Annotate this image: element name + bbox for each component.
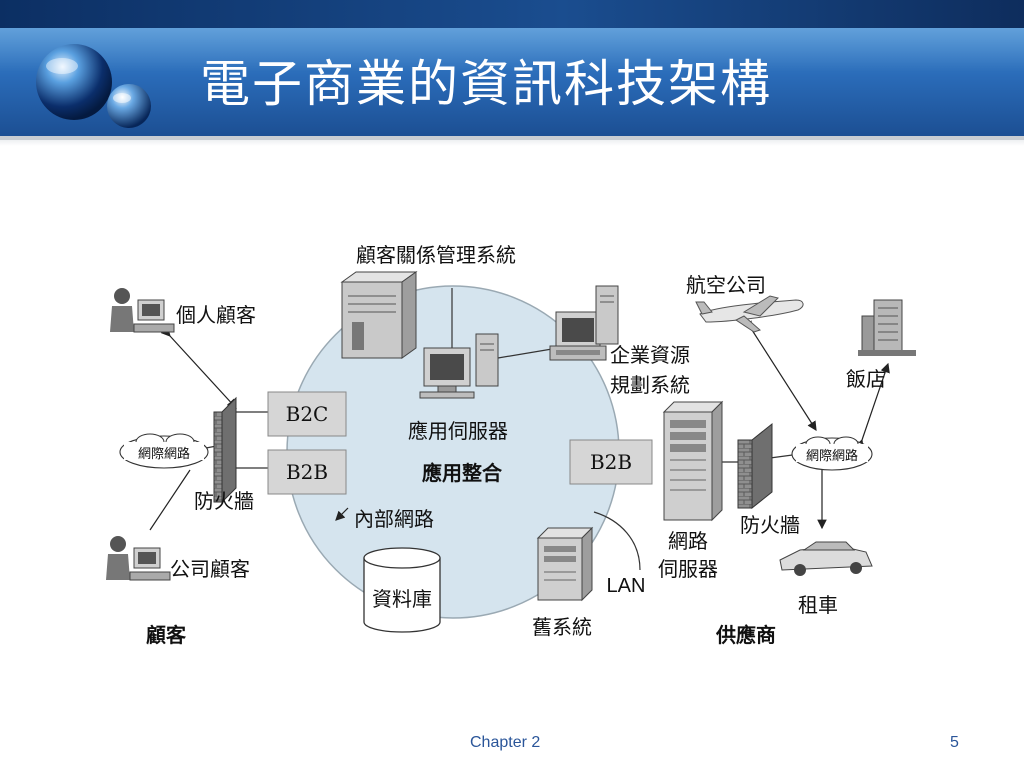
database-cylinder-icon	[363, 547, 441, 633]
lan-curve	[593, 511, 641, 571]
app-integration-label: 應用整合	[422, 461, 503, 485]
internet-cloud-left-icon	[119, 433, 209, 469]
database-label: 資料庫	[372, 587, 432, 611]
legacy-server-icon	[536, 526, 594, 602]
arrow-internet-hotel	[854, 362, 890, 450]
firewall-left-label: 防火牆	[194, 489, 254, 513]
b2c-box	[267, 391, 347, 437]
b2b-box-left	[267, 449, 347, 495]
corporate-customer-label: 公司顧客	[170, 557, 250, 581]
individual-customer-person-icon	[110, 288, 175, 333]
firewall-right-icon	[737, 422, 773, 510]
airplane-icon	[695, 295, 804, 333]
internet-left-label: 網際網路	[138, 446, 190, 462]
slide-title: 電子商業的資訊科技架構	[200, 55, 772, 113]
erp-workstation-icon	[549, 285, 619, 361]
firewall-right-label: 防火牆	[740, 513, 800, 537]
individual-customer-label: 個人顧客	[176, 303, 256, 327]
suppliers-group-label: 供應商	[715, 623, 776, 647]
corporate-customer-person-icon	[106, 536, 171, 581]
arrow-internal-network	[335, 507, 349, 521]
header-divider	[0, 136, 1024, 140]
arrow-individual-firewall	[160, 326, 237, 409]
customers-group-label: 顧客	[146, 623, 187, 647]
lan-label: LAN	[607, 575, 646, 597]
header-top-band	[0, 0, 1024, 28]
b2b-box-right	[569, 439, 653, 485]
hotel-label: 飯店	[846, 367, 886, 391]
firewall-left-icon	[213, 396, 237, 504]
line-appserver-erp	[497, 347, 559, 359]
title-bar-shine	[0, 28, 1024, 72]
header-divider-shadow	[0, 140, 1024, 146]
app-server-workstation-icon	[419, 333, 499, 399]
internal-network-label: 內部網路	[354, 507, 434, 531]
footer-chapter: Chapter 2	[470, 734, 541, 751]
web-server-label-line2: 伺服器	[658, 557, 718, 581]
b2b-box-left-label: B2B	[286, 460, 328, 484]
line-corporate-internet	[149, 469, 191, 531]
web-server-label-line1: 網路	[668, 529, 708, 553]
globe-logo-icon	[22, 36, 162, 136]
legacy-system-label: 舊系統	[532, 615, 592, 639]
b2c-box-label: B2C	[286, 402, 329, 426]
airline-label: 航空公司	[686, 273, 766, 297]
b2b-box-right-label: B2B	[590, 450, 632, 474]
erp-label-line1: 企業資源	[610, 343, 690, 367]
crm-server-icon	[340, 271, 418, 359]
page-number: 5	[950, 734, 959, 751]
erp-label-line2: 規劃系統	[610, 373, 690, 397]
app-server-label: 應用伺服器	[408, 419, 508, 443]
rental-car-icon	[779, 541, 873, 576]
arrow-airline-internet	[743, 320, 817, 432]
internet-right-label: 網際網路	[806, 448, 858, 464]
crm-label: 顧客關係管理系統	[356, 243, 516, 267]
car-rental-label: 租車	[798, 593, 838, 617]
web-server-icon	[662, 400, 724, 522]
hotel-building-icon	[858, 299, 916, 356]
title-bar	[0, 28, 1024, 136]
internet-cloud-right-icon	[791, 436, 873, 471]
